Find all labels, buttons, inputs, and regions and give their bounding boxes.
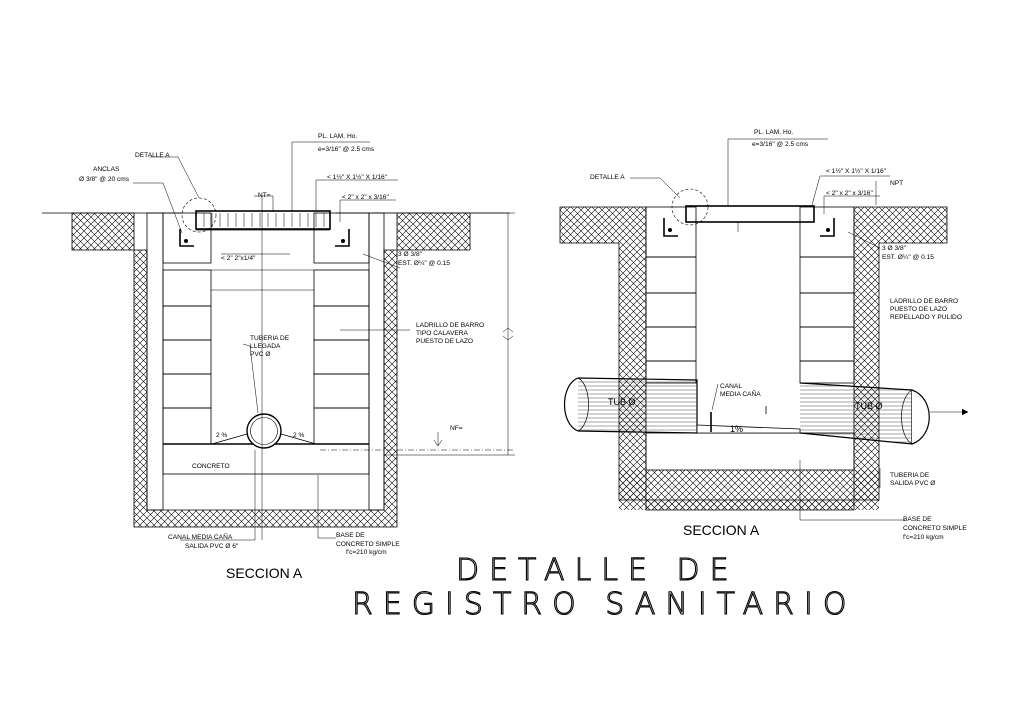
- right-tub-right-label: TUB Ø: [855, 401, 883, 411]
- right-channel: [696, 424, 801, 434]
- left-angle2-label: < 2" x 2" x 3/16": [342, 194, 389, 201]
- left-canal1-label: CANAL MEDIA CAÑA: [168, 532, 233, 541]
- right-brick2-label: PUESTO DE LAZO: [890, 306, 947, 313]
- left-angle1-label: < 1½" X 1½" X 1/16": [327, 173, 388, 181]
- right-slope-label: 1%: [730, 424, 743, 434]
- left-grate: [195, 210, 331, 231]
- left-wall-left: [146, 212, 164, 511]
- right-section: PL. LAM. Ho. e=3/16" @ 2.5 cms DETALLE A…: [559, 129, 969, 541]
- right-pl-lam-label: PL. LAM. Ho.: [754, 129, 793, 136]
- left-pipe: [211, 413, 317, 449]
- right-rebar2-label: EST. Ø¼" @ 0.15: [882, 254, 934, 261]
- main-title-line1: DETALLE DE: [456, 553, 739, 588]
- right-brick-courses: [645, 256, 855, 384]
- right-base3-label: f'c=210 kg/cm: [903, 534, 944, 541]
- left-base2-label: CONCRETO SIMPLE: [336, 541, 400, 548]
- left-pipe-in3-label: PVC Ø: [250, 351, 271, 358]
- left-pipe-in2-label: LLEGADA: [250, 343, 281, 350]
- right-collar-left: [645, 206, 697, 258]
- left-nf-label: NF=: [450, 425, 463, 432]
- left-anchors: [179, 197, 350, 247]
- right-detalle-a-label: DETALLE A: [590, 174, 625, 181]
- right-base2-label: CONCRETO SIMPLE: [903, 525, 967, 532]
- left-brick-courses: [162, 269, 370, 445]
- left-nt-label: NT=: [258, 192, 271, 199]
- left-brick1-label: LADRILLO DE BARRO: [416, 322, 484, 329]
- left-section: PL. LAM. Ho. e=3/16" @ 2.5 cms DETALLE A…: [42, 133, 515, 581]
- right-cover-plate: [685, 205, 815, 223]
- right-section-title: SECCION A: [683, 522, 760, 538]
- right-npt-label: NPT: [890, 180, 903, 187]
- left-brick3-label: PUESTO DE LAZO: [416, 338, 473, 345]
- left-leaders: [133, 141, 410, 541]
- right-brick1-label: LADRILLO DE BARRO: [890, 298, 958, 305]
- left-brick2-label: TIPO CALAVERA: [416, 330, 469, 337]
- left-pl-lam-label: PL. LAM. Ho.: [318, 133, 357, 140]
- right-rebar1-label: 3 Ø 3/8": [882, 245, 907, 252]
- right-spacing-label: e=3/16" @ 2.5 cms: [752, 141, 809, 148]
- left-anclas-label: ANCLAS: [93, 166, 120, 173]
- left-angle3-label: < 2" 2"x1/4": [221, 255, 256, 262]
- left-detalle-a-label: DETALLE A: [135, 152, 170, 159]
- left-dimension: [384, 212, 515, 456]
- left-wall-right: [368, 212, 385, 511]
- right-base1-label: BASE DE: [903, 516, 932, 523]
- right-inlet-pipe: [564, 377, 698, 434]
- right-canal1-label: CANAL: [720, 383, 742, 390]
- right-base-slab: [645, 432, 855, 471]
- left-spacing-label: e=3/16" @ 2.5 cms: [318, 146, 375, 153]
- left-concreto-label: CONCRETO: [192, 463, 230, 470]
- left-collar-left: [162, 212, 212, 264]
- left-collar-right: [313, 212, 370, 264]
- right-pipe-out2-label: SALIDA PVC Ø: [890, 480, 935, 487]
- left-rebar2-label: EST. Ø¼" @ 0.15: [398, 260, 450, 267]
- left-canal2-label: SALIDA PVC Ø 6": [185, 543, 239, 550]
- left-slope-right-label: 2 %: [293, 432, 304, 439]
- right-angle2-label: < 2" x 2" x 3/16": [826, 190, 873, 197]
- right-canal2-label: MEDIA CAÑA: [720, 389, 761, 398]
- right-leaders: [630, 138, 905, 521]
- left-section-title: SECCION A: [226, 565, 303, 581]
- right-soil: [559, 206, 948, 511]
- main-title-line2: REGISTRO SANITARIO: [352, 587, 857, 622]
- right-angle1-label: < 1½" X 1½" X 1/16": [826, 167, 887, 175]
- right-brick3-label: REPELLADO Y PULIDO: [890, 314, 962, 321]
- right-collar-right: [799, 206, 855, 258]
- left-base1-label: BASE DE: [336, 532, 365, 539]
- right-tub-left-label: TUB Ø: [608, 397, 636, 407]
- right-pipe-out1-label: TUBERIA DE: [890, 472, 930, 479]
- left-rebar1-label: 3 Ø 3/8": [398, 251, 423, 258]
- left-slope-left-label: 2 %: [216, 432, 227, 439]
- left-pipe-in1-label: TUBERIA DE: [250, 335, 290, 342]
- left-base3-label: f'c=210 kg/cm: [346, 549, 387, 556]
- right-anchors: [663, 188, 835, 237]
- right-outlet-pipe: [799, 382, 969, 445]
- left-anclas-dim-label: Ø 3/8" @ 20 cms: [79, 176, 130, 183]
